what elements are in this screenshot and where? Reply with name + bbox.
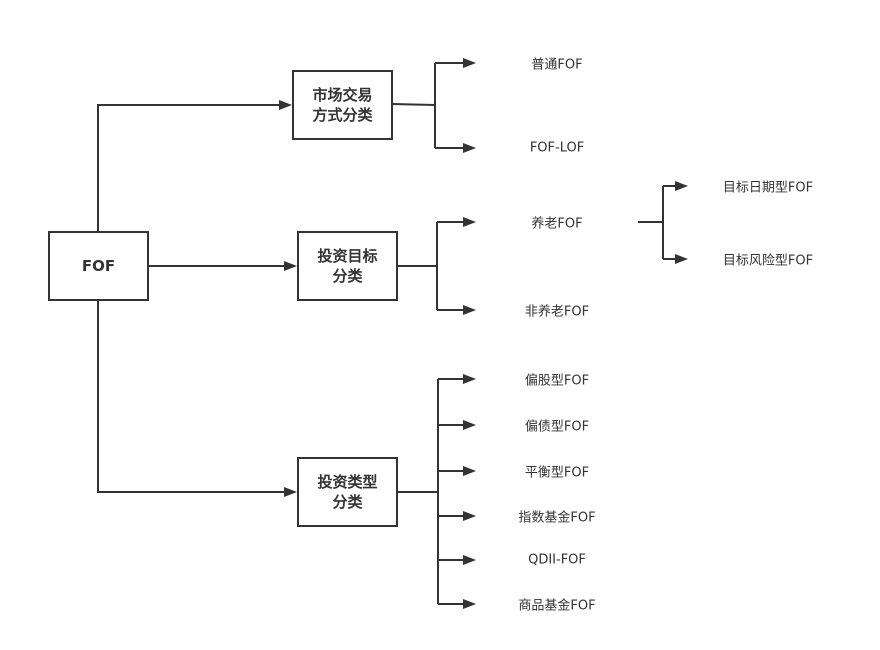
- category-market-trading-node: 市场交易 方式分类: [292, 70, 393, 140]
- leaf-target-risk-fof: 目标风险型FOF: [722, 253, 814, 269]
- leaf-equity-fof: 偏股型FOF: [524, 373, 590, 389]
- leaf-non-pension-fof: 非养老FOF: [524, 304, 590, 320]
- market-connectors: [391, 58, 476, 153]
- root-node: FOF: [48, 231, 149, 301]
- leaf-qdii-fof: QDII-FOF: [528, 552, 586, 568]
- leaf-balanced-fof: 平衡型FOF: [524, 465, 590, 481]
- leaf-bond-fof: 偏债型FOF: [524, 419, 590, 435]
- category-investment-goal-node: 投资目标 分类: [297, 231, 398, 301]
- leaf-index-fund-fof: 指数基金FOF: [518, 510, 596, 526]
- category-investment-type-node: 投资类型 分类: [297, 457, 398, 527]
- type-connectors: [397, 374, 476, 609]
- leaf-target-date-fof: 目标日期型FOF: [722, 180, 814, 196]
- leaf-regular-fof: 普通FOF: [531, 57, 583, 73]
- leaf-pension-fof: 养老FOF: [531, 216, 583, 232]
- leaf-commodity-fund-fof: 商品基金FOF: [518, 598, 596, 614]
- goal-connectors: [397, 181, 688, 315]
- leaf-fof-lof: FOF-LOF: [529, 140, 585, 156]
- root-connectors: [97, 100, 297, 497]
